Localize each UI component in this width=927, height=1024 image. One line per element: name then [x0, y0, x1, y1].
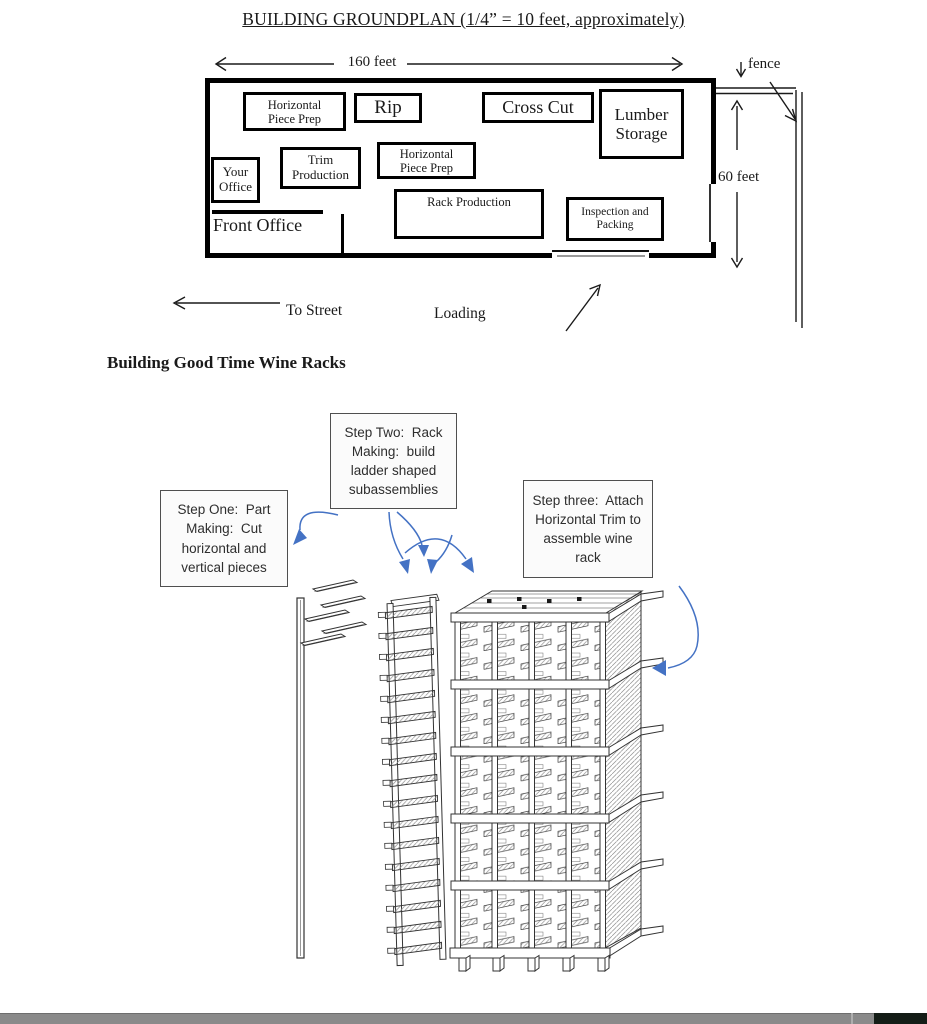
flow-arrow-down-right-pair-icon: [427, 534, 453, 574]
section-heading: Building Good Time Wine Racks: [107, 353, 346, 372]
bottom-bar-dark-segment: [874, 1013, 927, 1024]
width-dimension-label: 160 feet: [337, 54, 407, 71]
bottom-scrollbar[interactable]: [0, 1013, 927, 1024]
right-wall-door: [706, 184, 718, 242]
flow-arrow-step-three-icon: [652, 585, 699, 676]
room-your-office: Your Office: [211, 157, 260, 203]
room-front-office: Front Office: [213, 215, 303, 235]
ladder-subassembly-drawing: [377, 593, 447, 967]
flow-arrow-to-rack-icon: [404, 538, 474, 573]
room-lumber-storage: Lumber Storage: [599, 89, 684, 159]
right-wall-door-line: [709, 184, 711, 242]
fence-lines: [716, 87, 803, 328]
loading-label: Loading: [434, 305, 486, 322]
flow-arrow-down-left-icon: [388, 511, 410, 574]
page-title: BUILDING GROUNDPLAN (1/4” = 10 feet, app…: [242, 9, 685, 29]
room-rack-production: Rack Production: [394, 189, 544, 239]
width-arrow-icon: [214, 56, 684, 72]
room-rip: Rip: [354, 93, 422, 123]
front-office-wall-top: [212, 210, 323, 214]
height-dimension-label: 60 feet: [718, 169, 760, 185]
room-horizontal-piece-prep-1: Horizontal Piece Prep: [243, 92, 346, 131]
loading-door-threshold: [557, 254, 645, 257]
flow-arrow-to-pieces-icon: [293, 511, 339, 545]
loading-door-line: [552, 250, 649, 252]
room-horizontal-piece-prep-2: Horizontal Piece Prep: [377, 142, 476, 179]
fence-label: fence: [748, 56, 781, 72]
bottom-scrollbar-separator: [851, 1013, 853, 1024]
assembled-rack-drawing: [449, 590, 664, 972]
step-three-callout: Step three: Attach Horizontal Trim to as…: [523, 480, 653, 578]
room-cross-cut: Cross Cut: [482, 92, 594, 123]
cut-pieces-drawing: [296, 579, 367, 959]
to-street-label: To Street: [286, 302, 343, 319]
flow-arrow-down-small-icon: [396, 511, 429, 557]
room-trim-production: Trim Production: [280, 147, 361, 189]
step-one-callout: Step One: Part Making: Cut horizontal an…: [160, 490, 288, 587]
room-inspection-packing: Inspection and Packing: [566, 197, 664, 241]
front-office-wall-right: [341, 214, 344, 254]
wine-rack-illustration: [293, 511, 699, 972]
to-street-arrow-icon: [172, 296, 280, 310]
loading-door: [552, 249, 649, 259]
step-two-callout: Step Two: Rack Making: build ladder shap…: [330, 413, 457, 509]
loading-arrow-icon: [565, 283, 601, 332]
